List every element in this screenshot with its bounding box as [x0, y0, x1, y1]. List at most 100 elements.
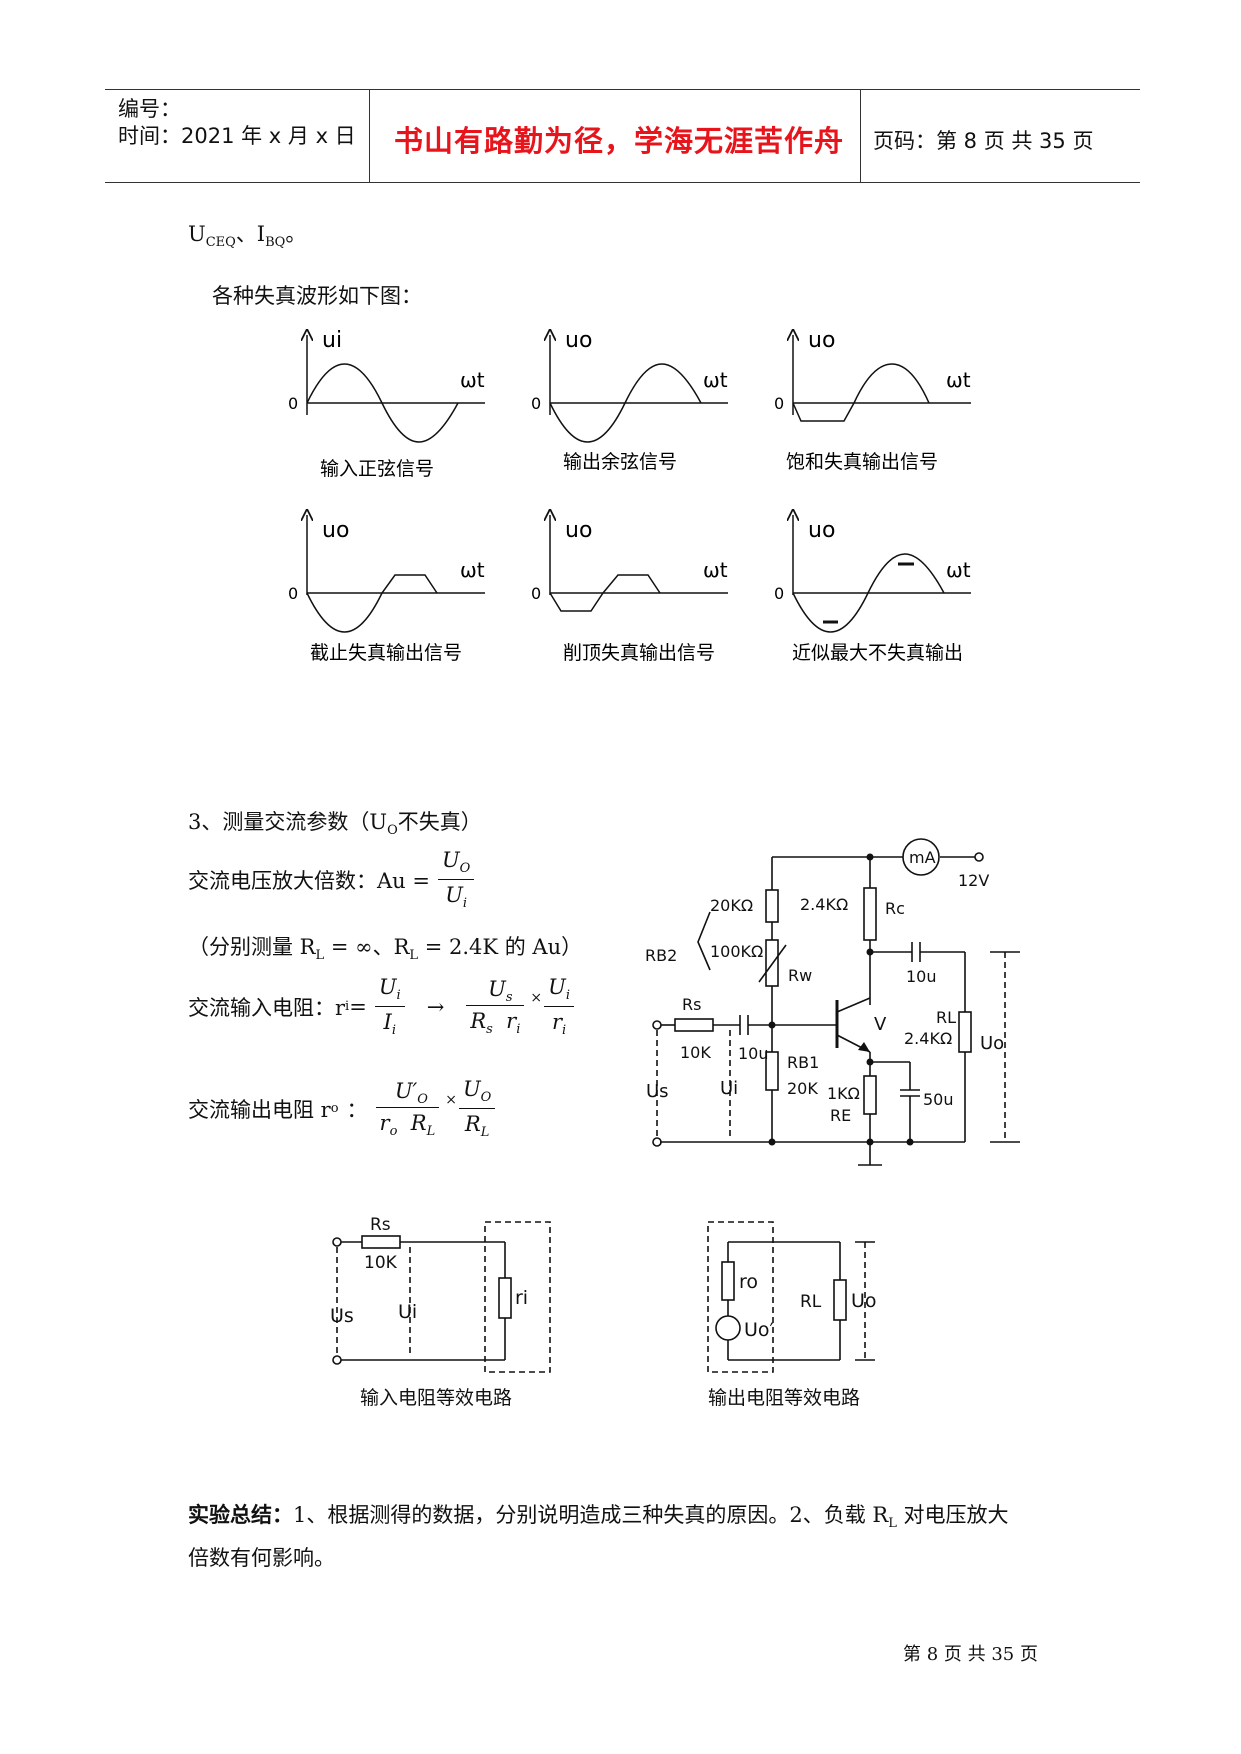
wave6-xlabel: ωt [946, 558, 971, 582]
circuit-ui: Ui [720, 1078, 738, 1099]
input-fraction-2: Us Rs ri [466, 976, 525, 1037]
waveform-saturation: 0 uo ωt 饱和失真输出信号 [774, 328, 971, 473]
eq-out-uo: Uo [851, 1290, 877, 1312]
footer-page-number: 第 8 页 共 35 页 [903, 1644, 1038, 1665]
wave2-xlabel: ωt [703, 368, 728, 392]
eq-in-rs: Rs [370, 1215, 391, 1235]
eq-in-ri: ri [515, 1287, 528, 1309]
intro-sep: 、I [235, 222, 266, 246]
f2-num: U [488, 976, 506, 1001]
eq-out-uo-src: Uo′ [744, 1319, 774, 1341]
f4-den2-sub: L [426, 1123, 436, 1139]
wave2-ylabel: uo [565, 328, 592, 353]
wave5-ylabel: uo [565, 518, 592, 543]
f1-den-sub: i [391, 1023, 396, 1039]
f2-num-sub: s [505, 989, 513, 1005]
wave3-origin: 0 [774, 394, 784, 413]
f5-den: R [464, 1112, 481, 1137]
output-label-sub: o [330, 1101, 339, 1117]
header-time-label: 时间：2021 年 x 月 x 日 [118, 124, 356, 148]
eq-in-10k: 10K [364, 1253, 398, 1273]
wave6-origin: 0 [774, 584, 784, 603]
summary-line-2: 倍数有何影响。 [188, 1546, 335, 1571]
f3-den-sub: i [561, 1023, 567, 1039]
wave1-ylabel: ui [322, 328, 342, 353]
intro-line: UCEQ、IBQ。 [188, 218, 306, 250]
gain-den: U [445, 883, 463, 908]
output-fraction-1: U′O ro RL [375, 1078, 440, 1139]
section3-title-text: 3、测量交流参数（U [188, 810, 388, 834]
f2-den-sub: s [486, 1021, 493, 1037]
measure-note-b: = ∞、R [324, 935, 410, 959]
wave4-xlabel: ωt [460, 558, 485, 582]
experiment-summary: 实验总结：1、根据测得的数据，分别说明造成三种失真的原因。2、负载 RL 对电压… [188, 1498, 1088, 1575]
waveform-max-undistorted: 0 uo ωt 近似最大不失真输出 [774, 515, 971, 664]
output-fraction-2: UO RL [458, 1077, 496, 1141]
input-label: 交流输入电阻：r [188, 995, 346, 1020]
circuit-c10u-in: 10u [738, 1044, 769, 1063]
header-page-label: 页码：第 8 页 共 35 页 [873, 129, 1094, 153]
circuit-re-val: 1KΩ [827, 1084, 860, 1103]
circuit-rc: Rc [885, 899, 905, 918]
output-eq: ： [346, 1097, 368, 1122]
output-label: 交流输出电阻 r [188, 1097, 331, 1122]
input-eq: = [349, 994, 367, 1019]
wave6-caption: 近似最大不失真输出 [792, 642, 963, 664]
f3-num: U [548, 975, 566, 999]
f2-den: R [470, 1008, 487, 1033]
waveform-grid: 0 ui ωt 输入正弦信号 0 uo ωt 输出余弦信号 0 uo ωt 饱和… [288, 328, 971, 664]
circuit-rl: RL [936, 1008, 956, 1027]
gain-num-sub: O [459, 861, 471, 877]
f2-den2-sub: i [516, 1021, 521, 1037]
circuit-uo: Uo [980, 1033, 1004, 1054]
gain-label: 交流电压放大倍数：Au = [188, 868, 430, 893]
wave1-xlabel: ωt [460, 368, 485, 392]
intro-end: 。 [285, 222, 307, 246]
gain-den-sub: i [462, 896, 468, 912]
f4-num: U′ [394, 1078, 418, 1103]
measure-note-a: （分别测量 R [188, 935, 316, 959]
circuit-rb1: RB1 [787, 1053, 819, 1072]
header-top-rule [105, 89, 1140, 90]
circuit-rw: Rw [788, 966, 812, 985]
input-marks: × [530, 989, 543, 1006]
wave3-ylabel: uo [808, 328, 835, 353]
circuit-transistor-v: V [874, 1014, 887, 1035]
wave3-caption: 饱和失真输出信号 [786, 451, 938, 473]
eq-out-ro: ro [739, 1271, 758, 1293]
measure-note-c: = 2.4K 的 Au） [418, 935, 583, 959]
gain-fraction: UO Ui [437, 848, 475, 912]
f3-den: r [551, 1010, 562, 1035]
wave6-ylabel: uo [808, 518, 835, 543]
measure-note: （分别测量 RL = ∞、RL = 2.4K 的 Au） [188, 931, 582, 963]
wave4-origin: 0 [288, 584, 298, 603]
f4-num-sub: O [417, 1091, 428, 1107]
f4-den: r [379, 1110, 390, 1135]
circuit-12v: 12V [958, 871, 989, 890]
wave1-caption: 输入正弦信号 [320, 458, 434, 480]
waveforms-caption: 各种失真波形如下图： [212, 284, 422, 308]
section3-title: 3、测量交流参数（UO不失真） [188, 806, 482, 838]
intro-sub-bq: BQ [265, 235, 286, 251]
circuit-r100k: 100KΩ [710, 942, 763, 961]
f5-den-sub: L [480, 1125, 490, 1141]
header-divider-right [860, 89, 861, 182]
header-bottom-rule [105, 182, 1140, 183]
eq-in-us: Us [330, 1305, 354, 1327]
circuit-r20k: 20KΩ [710, 896, 753, 915]
header-number-label: 编号： [118, 97, 181, 121]
eq-out-rl: RL [800, 1292, 822, 1312]
gain-num: U [441, 848, 460, 872]
amplifier-circuit: mA 12V 20KΩ 2.4KΩ Rc RB2 100KΩ Rw 10u Rs… [645, 838, 1020, 1166]
wave3-xlabel: ωt [946, 368, 971, 392]
waveform-clipping: 0 uo ωt 削顶失真输出信号 [531, 515, 728, 664]
summary-sub: L [888, 1516, 897, 1532]
f2-den2: r [506, 1008, 517, 1033]
circuit-c10u-out: 10u [906, 967, 937, 986]
wave5-xlabel: ωt [703, 558, 728, 582]
circuit-rl-val: 2.4KΩ [904, 1029, 952, 1048]
eq-out-caption: 输出电阻等效电路 [708, 1387, 860, 1409]
input-arrow: → [426, 994, 445, 1019]
